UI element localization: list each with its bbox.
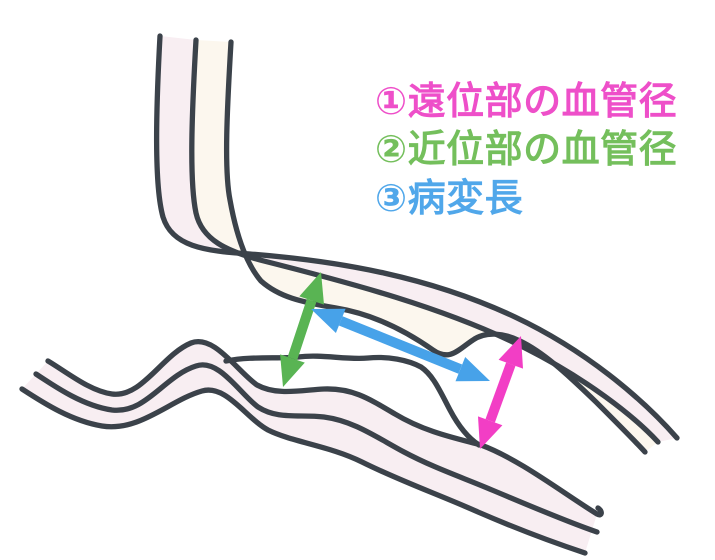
proximal-arrow-shaft: [287, 298, 317, 361]
legend-item-distal-diameter: ①遠位部の血管径: [375, 81, 677, 123]
lesion-arrow-head-right: [455, 357, 490, 382]
distal-arrow-head-bottom: [478, 416, 503, 449]
proximal-diameter-arrow: [280, 272, 324, 387]
lesion-arrow-head-left: [311, 308, 346, 333]
lower-wall-middle-line: [33, 362, 600, 535]
lesion-length-arrow: [311, 308, 490, 382]
lumen-upper-boundary-plaque-line: [223, 39, 648, 455]
lesion-arrow-shaft: [338, 316, 463, 374]
upper-wall-fill: [156, 36, 677, 442]
distal-diameter-arrow: [478, 336, 523, 449]
upper-lumen-fill: [191, 40, 658, 452]
legend-item-proximal-diameter: ②近位部の血管径: [375, 129, 677, 171]
upper-wall-inner-line: [189, 37, 661, 445]
distal-arrow-shaft: [485, 362, 516, 423]
lower-wall-top-line: [45, 338, 604, 518]
legend: ①遠位部の血管径 ②近位部の血管径 ③病変長: [375, 81, 677, 220]
distal-arrow-head-top: [498, 336, 523, 369]
proximal-arrow-head-bottom: [280, 354, 305, 387]
legend-item-lesion-length: ③病変長: [375, 177, 524, 220]
lower-wall-bottom-line: [19, 386, 588, 556]
proximal-arrow-head-top: [299, 272, 324, 305]
upper-wall-outer-line: [153, 33, 680, 441]
